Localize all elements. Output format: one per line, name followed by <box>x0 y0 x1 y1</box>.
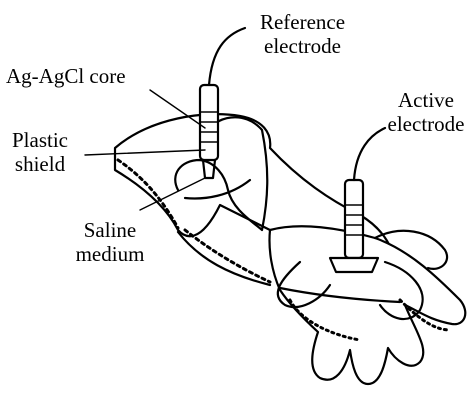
reference-electrode-cable <box>209 28 245 85</box>
plastic-shield-label: Plastic shield <box>4 128 76 176</box>
saline-medium-label: Saline medium <box>60 218 160 266</box>
active-electrode-base <box>330 258 378 272</box>
active-electrode-body <box>345 180 363 258</box>
reference-electrode-label: Reference electrode <box>245 10 360 58</box>
active-electrode-label: Active electrode <box>380 88 472 136</box>
core-label: Ag-AgCl core <box>6 64 126 88</box>
hand-outline <box>269 226 465 384</box>
